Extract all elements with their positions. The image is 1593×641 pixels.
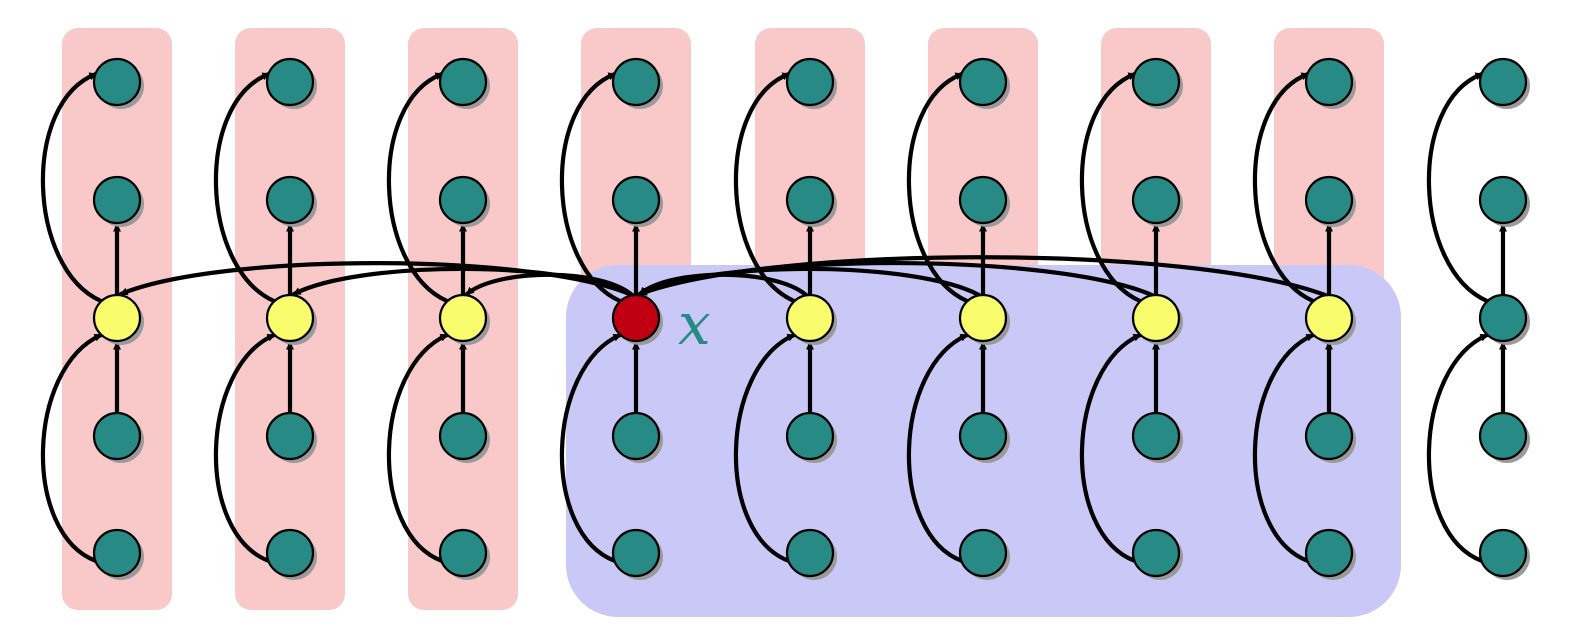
node (92, 411, 142, 461)
node (1478, 293, 1528, 343)
edge-arrow (213, 71, 277, 304)
background-layer (62, 28, 1401, 617)
edge-arrow (1252, 71, 1316, 304)
node (611, 57, 661, 107)
edge-arrow (40, 332, 104, 564)
hub-node (1304, 293, 1354, 343)
hub-node (1131, 293, 1181, 343)
node (265, 528, 315, 578)
edge-arrow (213, 332, 277, 564)
highlighted-node (611, 293, 661, 343)
edge-arrow (40, 71, 104, 304)
edge-arrow (1079, 332, 1143, 564)
node (1131, 528, 1181, 578)
node (611, 175, 661, 225)
node (438, 57, 488, 107)
edge-arrow (733, 332, 797, 564)
hub-node (265, 293, 315, 343)
hub-node (958, 293, 1008, 343)
edge-arrow (386, 71, 450, 304)
edges-layer (40, 71, 1507, 564)
node (1478, 411, 1528, 461)
edge-arrow (906, 332, 970, 564)
edge-arrow (1426, 71, 1490, 304)
highlighted-node-label: x (678, 290, 711, 358)
node (92, 528, 142, 578)
node (1478, 57, 1528, 107)
hub-node (785, 293, 835, 343)
node (1304, 411, 1354, 461)
node (785, 411, 835, 461)
node (611, 528, 661, 578)
node (92, 57, 142, 107)
node (1304, 57, 1354, 107)
node (785, 57, 835, 107)
edge-arrow (291, 266, 635, 298)
edge-arrow (733, 71, 797, 304)
nodes-layer (92, 57, 1530, 580)
node (785, 175, 835, 225)
edge-arrow (118, 261, 635, 298)
edge-arrow (1426, 332, 1490, 564)
node (438, 175, 488, 225)
edge-arrow (637, 255, 1328, 298)
node (438, 411, 488, 461)
node (92, 175, 142, 225)
node (1304, 528, 1354, 578)
node (958, 528, 1008, 578)
node (611, 411, 661, 461)
node (958, 57, 1008, 107)
node (958, 411, 1008, 461)
edge-arrow (1252, 332, 1316, 564)
node (1478, 175, 1528, 225)
node (265, 175, 315, 225)
edge-arrow (559, 332, 623, 564)
hub-node (92, 293, 142, 343)
node (1478, 528, 1528, 578)
node (438, 528, 488, 578)
node (1131, 175, 1181, 225)
hub-node (438, 293, 488, 343)
node (265, 411, 315, 461)
node (785, 528, 835, 578)
edge-arrow (464, 272, 635, 298)
edge-arrow (386, 332, 450, 564)
node (1131, 57, 1181, 107)
node (958, 175, 1008, 225)
node (1304, 175, 1354, 225)
node (1131, 411, 1181, 461)
node (265, 57, 315, 107)
